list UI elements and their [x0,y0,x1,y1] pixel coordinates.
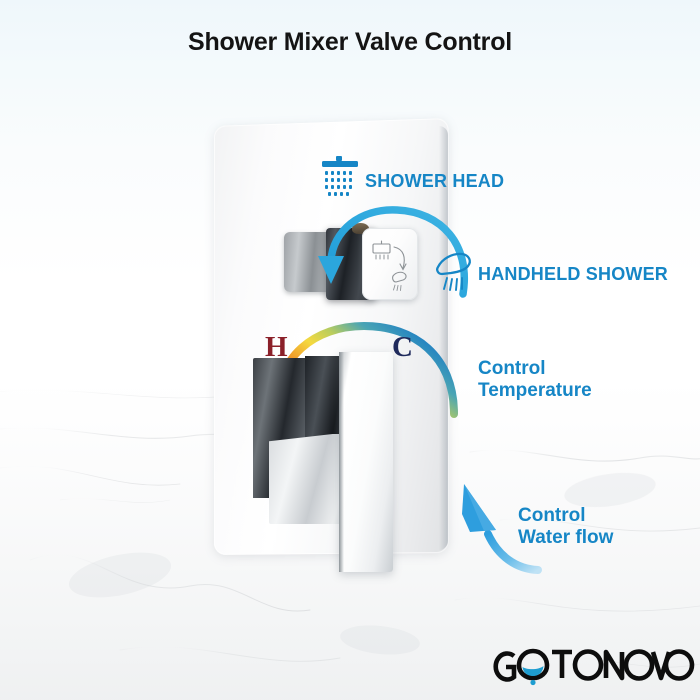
callout-label-shower-head: SHOWER HEAD [365,171,505,191]
water-flow-arrow-icon [462,484,542,574]
mixer-lever-handle[interactable] [253,352,393,573]
callout-label-control-water-flow: Control Water flow [518,505,613,550]
diverter-screw-knob [352,223,369,234]
cold-marker: C [392,331,413,363]
callout-waterflow-line1: Control [518,505,586,526]
logo-water-droplet-icon [522,666,544,686]
diverter-plate-glyphs [372,240,407,291]
callout-temperature-line2: Temperature [478,380,592,402]
callout-temperature-line1: Control [478,358,546,379]
rain-shower-head-icon [322,156,358,196]
page-title: Shower Mixer Valve Control [187,28,513,56]
lever-front-edge [339,352,344,572]
lever-front-face [339,352,393,572]
diverter-curved-arrow-icon [318,206,468,298]
callout-label-control-temperature: Control Temperature [478,358,592,403]
handheld-shower-wand-icon [436,252,471,291]
brand-logo [489,645,695,687]
hot-marker: H [265,331,288,363]
gotonovo-wordmark [493,648,695,686]
diverter-face-plate[interactable] [362,228,418,300]
callout-label-handheld-shower: HANDHELD SHOWER [478,264,668,284]
callout-waterflow-line2: Water flow [518,527,614,549]
